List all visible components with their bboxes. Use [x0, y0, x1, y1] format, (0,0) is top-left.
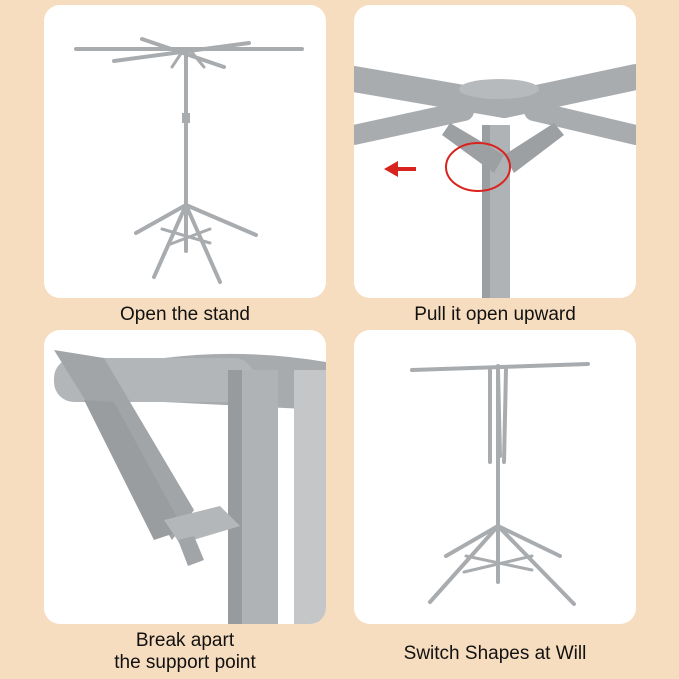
support-point-illustration	[54, 350, 326, 624]
caption-pull-upward: Pull it open upward	[414, 304, 576, 325]
caption-break-apart: Break apart the support point	[44, 630, 326, 674]
photo-open-stand	[44, 5, 326, 298]
photo-pull-upward	[354, 5, 636, 298]
caption-open-stand: Open the stand	[120, 304, 250, 325]
hub-closeup-illustration	[354, 64, 636, 298]
photo-switch-shapes	[354, 330, 636, 624]
caption-line-1: Break apart	[135, 630, 235, 651]
caption-switch-shapes: Switch Shapes at Will	[403, 643, 587, 664]
open-stand-illustration	[74, 37, 304, 284]
folded-stand-illustration	[410, 362, 590, 606]
photo-support-point	[44, 330, 326, 624]
caption-line-2: the support point	[114, 652, 256, 673]
